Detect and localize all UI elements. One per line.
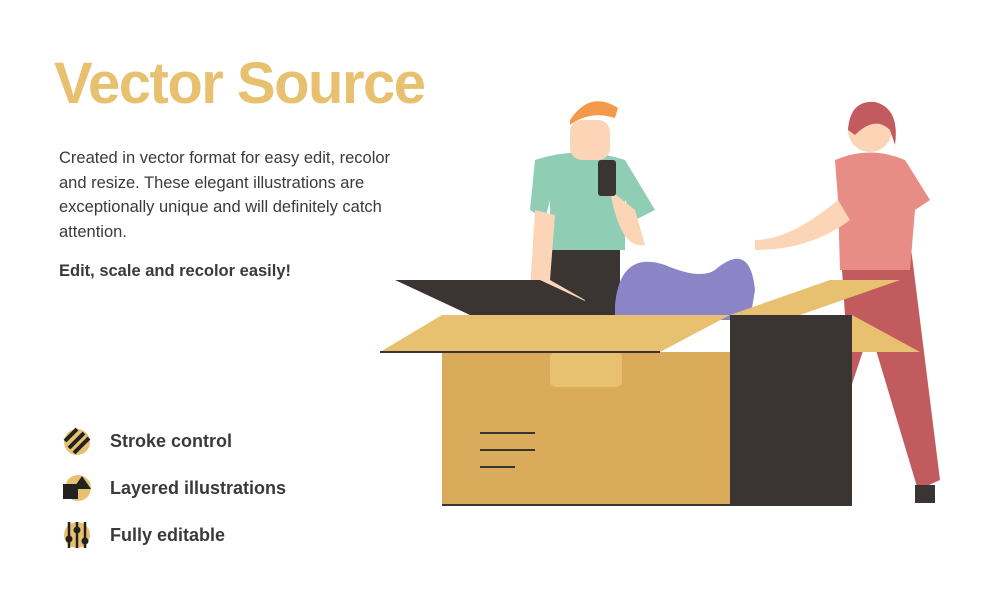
tagline: Edit, scale and recolor easily! bbox=[59, 262, 292, 280]
description: Created in vector format for easy edit, … bbox=[59, 149, 391, 241]
feature-stroke-control: Stroke control bbox=[62, 426, 232, 456]
feature-label: Stroke control bbox=[110, 430, 233, 451]
phone-icon bbox=[598, 160, 616, 196]
feature-fully-editable: Fully editable bbox=[62, 520, 225, 550]
stroke-icon bbox=[63, 427, 91, 455]
layers-icon bbox=[63, 475, 91, 501]
feature-layered-illustrations: Layered illustrations bbox=[62, 473, 286, 503]
feature-label: Fully editable bbox=[110, 524, 226, 545]
box-illustration bbox=[380, 101, 940, 506]
sliders-icon bbox=[64, 522, 90, 548]
purple-cloth bbox=[615, 258, 755, 320]
cardboard-box bbox=[380, 280, 920, 506]
feature-label: Layered illustrations bbox=[110, 477, 287, 498]
page-title: Vector Source bbox=[54, 51, 426, 116]
woman-figure bbox=[755, 101, 940, 503]
